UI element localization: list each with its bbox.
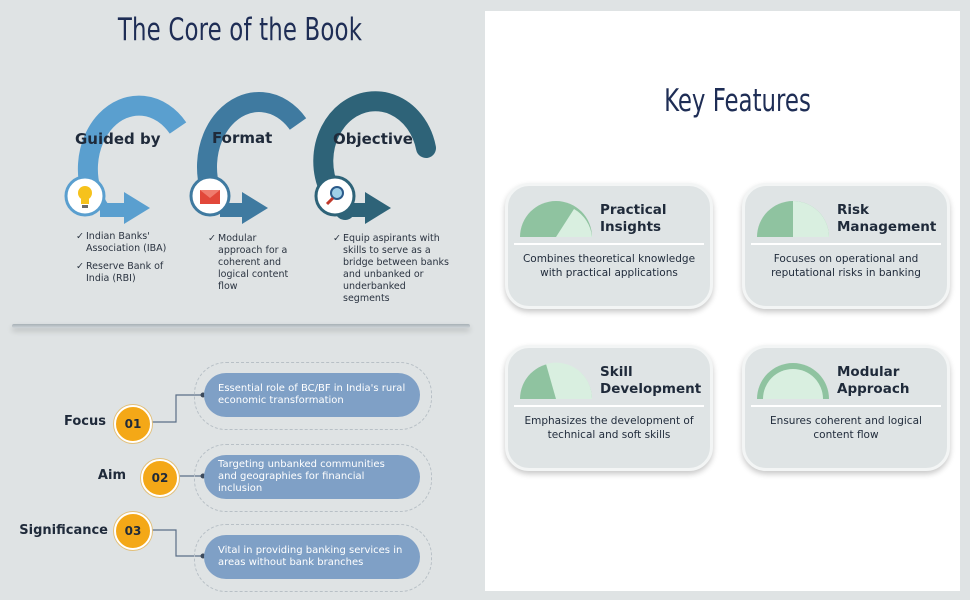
- feature-description: Ensures coherent and logical content flo…: [770, 415, 922, 441]
- feature-card-practical-insights: Practical Insights Combines theoretical …: [505, 183, 713, 309]
- stage-label-format: Format: [212, 129, 273, 147]
- section-divider: [12, 324, 470, 328]
- core-title: The Core of the Book: [117, 12, 363, 48]
- stage-label-objective: Objective: [333, 130, 413, 148]
- feature-description: Emphasizes the development of technical …: [524, 415, 694, 441]
- check-icon: ✓: [208, 233, 216, 244]
- point-outline-focus: [194, 362, 432, 430]
- feature-title: Skill Development: [600, 364, 702, 397]
- number-badge-02: 02: [141, 459, 179, 497]
- format-arrow-head: [242, 192, 268, 224]
- check-icon: ✓: [333, 233, 341, 244]
- point-pill-focus: Essential role of BC/BF in India's rural…: [204, 373, 420, 417]
- check-icon: ✓: [76, 231, 84, 242]
- feature-description: Combines theoretical knowledge with prac…: [522, 253, 696, 279]
- list-item: ✓Modular approach for a coherent and log…: [208, 233, 289, 292]
- envelope-icon: [189, 175, 231, 217]
- check-icon: ✓: [76, 261, 84, 272]
- feature-title: Modular Approach: [837, 364, 910, 397]
- card-separator: [751, 405, 941, 407]
- card-separator: [751, 243, 941, 245]
- point-pill-aim: Targeting unbanked communities and geogr…: [204, 455, 420, 499]
- list-item: ✓Equip aspirants with skills to serve as…: [333, 233, 449, 304]
- list-item: ✓Reserve Bank of India (RBI): [76, 261, 164, 284]
- stage-label-guided-by: Guided by: [75, 130, 161, 148]
- feature-card-modular-approach: Modular Approach Ensures coherent and lo…: [742, 345, 950, 471]
- point-label-focus: Focus: [64, 414, 106, 429]
- magnifier-icon: [314, 175, 356, 217]
- feature-card-skill-development: Skill Development Emphasizes the develop…: [505, 345, 713, 471]
- core-arcs-diagram: [64, 91, 436, 224]
- point-outline-significance: [194, 524, 432, 592]
- gauge-icon: [520, 201, 592, 237]
- guided-by-list: ✓Indian Banks' Association (IBA) ✓Reserv…: [76, 231, 176, 291]
- number-badge-01: 01: [114, 405, 152, 443]
- point-pill-significance: Vital in providing banking services in a…: [204, 535, 420, 579]
- lightbulb-icon: [64, 175, 106, 217]
- point-label-aim: Aim: [97, 468, 126, 483]
- guided-by-arrow-head: [124, 192, 150, 224]
- feature-description: Focuses on operational and reputational …: [771, 253, 921, 279]
- gauge-icon: [520, 362, 593, 399]
- objective-list: ✓Equip aspirants with skills to serve as…: [333, 233, 453, 311]
- feature-title: Risk Management: [837, 202, 937, 235]
- card-separator: [514, 243, 704, 245]
- gauge-icon: [757, 201, 829, 237]
- objective-arrow-head: [365, 192, 391, 224]
- feature-card-risk-management: Risk Management Focuses on operational a…: [742, 183, 950, 309]
- key-features-title: Key Features: [664, 83, 811, 119]
- point-outline-aim: [194, 444, 432, 512]
- list-item: ✓Indian Banks' Association (IBA): [76, 231, 167, 254]
- gauge-icon: [757, 363, 829, 399]
- card-separator: [514, 405, 704, 407]
- point-label-significance: Significance: [19, 523, 108, 538]
- number-badge-03: 03: [114, 512, 152, 550]
- format-list: ✓Modular approach for a coherent and log…: [208, 233, 300, 299]
- feature-title: Practical Insights: [600, 202, 667, 235]
